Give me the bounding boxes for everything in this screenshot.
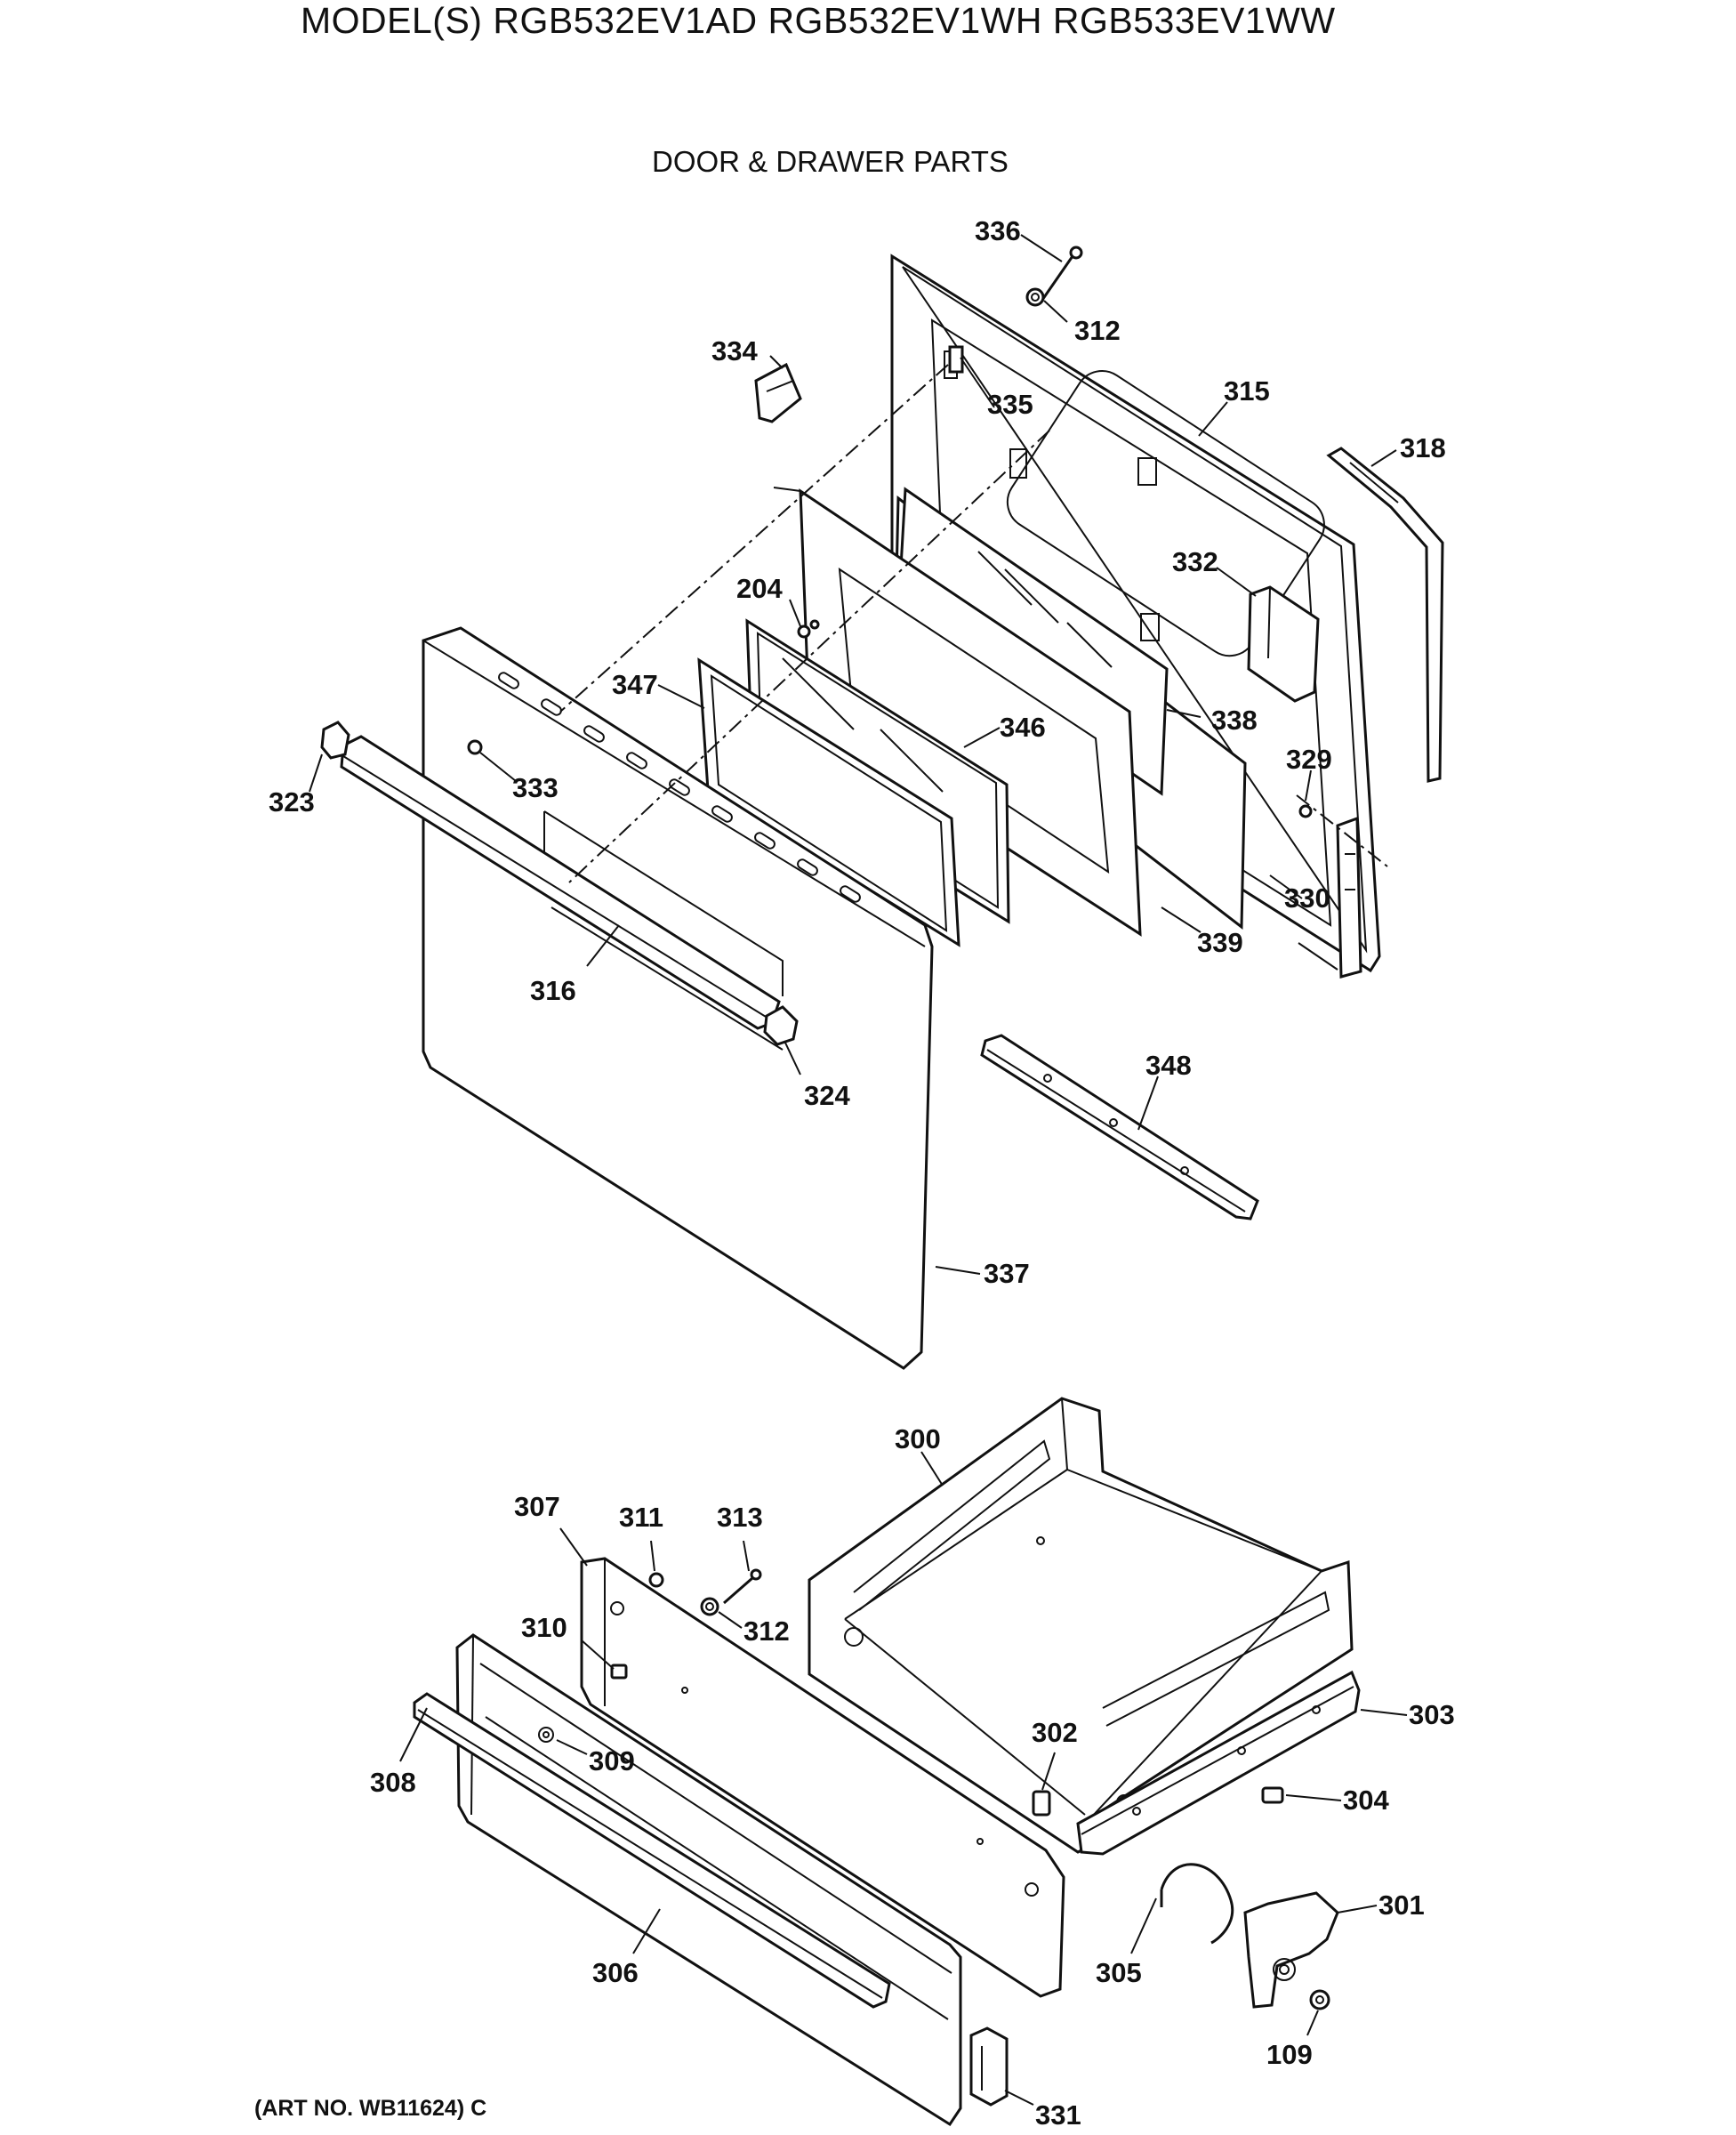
- callout-301: 301: [1378, 1889, 1425, 1921]
- washer-312-top: [1025, 287, 1045, 307]
- hinge-330: [1298, 816, 1362, 979]
- centre-line-1: [559, 364, 949, 713]
- screw-204: [797, 619, 820, 639]
- centre-line-2: [568, 430, 1050, 883]
- callout-300: 300: [895, 1423, 941, 1454]
- callout-302: 302: [1032, 1717, 1078, 1748]
- callout-318: 318: [1400, 432, 1446, 463]
- callout-316: 316: [530, 975, 576, 1006]
- callout-312-top: 312: [1074, 315, 1121, 346]
- screw-329: [1298, 804, 1313, 818]
- nut-311: [648, 1572, 664, 1588]
- callout-323: 323: [269, 786, 315, 818]
- drawer-front-inner-307: [580, 1557, 1065, 1998]
- callout-337: 337: [984, 1258, 1030, 1289]
- page-title: MODEL(S) RGB532EV1AD RGB532EV1WH RGB533E…: [301, 0, 1336, 41]
- callout-109: 109: [1266, 2039, 1313, 2070]
- callout-311: 311: [619, 1502, 663, 1533]
- nut-109: [1309, 1989, 1330, 2010]
- vent-slots: [498, 672, 861, 903]
- callout-346: 346: [1000, 712, 1046, 743]
- drawer-body-300: [808, 1397, 1354, 1854]
- callout-labels: 336 312 334 335 315 318 332 204 347 346 …: [269, 215, 1455, 2131]
- drawer-bracket-331: [969, 2026, 1009, 2107]
- callout-329: 329: [1286, 744, 1332, 775]
- callout-348: 348: [1145, 1050, 1192, 1081]
- screw-313: [723, 1568, 762, 1605]
- art-number: (ART NO. WB11624) C: [254, 2096, 487, 2121]
- callout-331: 331: [1035, 2099, 1081, 2131]
- drawer-handle-308: [413, 1692, 891, 2009]
- callout-306: 306: [592, 1957, 639, 1988]
- callout-335: 335: [987, 389, 1033, 420]
- hinge-bracket-335: [948, 345, 964, 374]
- outer-door-panel-337: [422, 626, 934, 1370]
- roller-304: [1261, 1786, 1284, 1804]
- stop-302: [1032, 1790, 1051, 1817]
- callout-324: 324: [804, 1080, 850, 1111]
- bracket-334: [754, 362, 802, 423]
- callout-347: 347: [612, 669, 658, 700]
- callout-336: 336: [975, 215, 1021, 246]
- clip-310: [610, 1664, 628, 1680]
- callout-308: 308: [370, 1767, 416, 1798]
- window-liner-346-back: [773, 487, 1142, 937]
- callout-332: 332: [1172, 546, 1218, 577]
- diagram-subtitle: DOOR & DRAWER PARTS: [652, 145, 1009, 178]
- callout-330: 330: [1284, 882, 1330, 914]
- callout-303: 303: [1409, 1699, 1455, 1730]
- callout-334: 334: [711, 335, 758, 367]
- screw-333: [467, 739, 483, 755]
- callout-307: 307: [514, 1491, 560, 1522]
- callout-204: 204: [736, 573, 783, 604]
- side-trim-318: [1326, 447, 1444, 783]
- leader-lines: [309, 234, 1408, 2106]
- end-cap-324: [763, 1005, 799, 1046]
- callout-304: 304: [1343, 1785, 1389, 1816]
- centre-line-3: [1296, 794, 1388, 867]
- end-cap-323: [320, 721, 350, 760]
- callout-333: 333: [512, 772, 559, 803]
- callout-315: 315: [1224, 375, 1270, 407]
- washer-312-bottom: [700, 1597, 719, 1616]
- slide-rail-303: [1076, 1670, 1361, 1856]
- callout-305: 305: [1096, 1957, 1142, 1988]
- gasket-347: [697, 657, 960, 947]
- insulation-332: [1247, 585, 1320, 703]
- clip-305: [1160, 1863, 1234, 1945]
- callout-338: 338: [1211, 705, 1258, 736]
- bottom-trim-348: [980, 1034, 1259, 1221]
- callout-313: 313: [717, 1502, 763, 1533]
- callout-339: 339: [1197, 927, 1243, 958]
- screw-336: [1039, 246, 1083, 303]
- callout-312-bottom: 312: [743, 1615, 790, 1647]
- roller-bracket-301: [1243, 1891, 1339, 2009]
- callout-309: 309: [589, 1745, 635, 1776]
- callout-310: 310: [521, 1612, 567, 1643]
